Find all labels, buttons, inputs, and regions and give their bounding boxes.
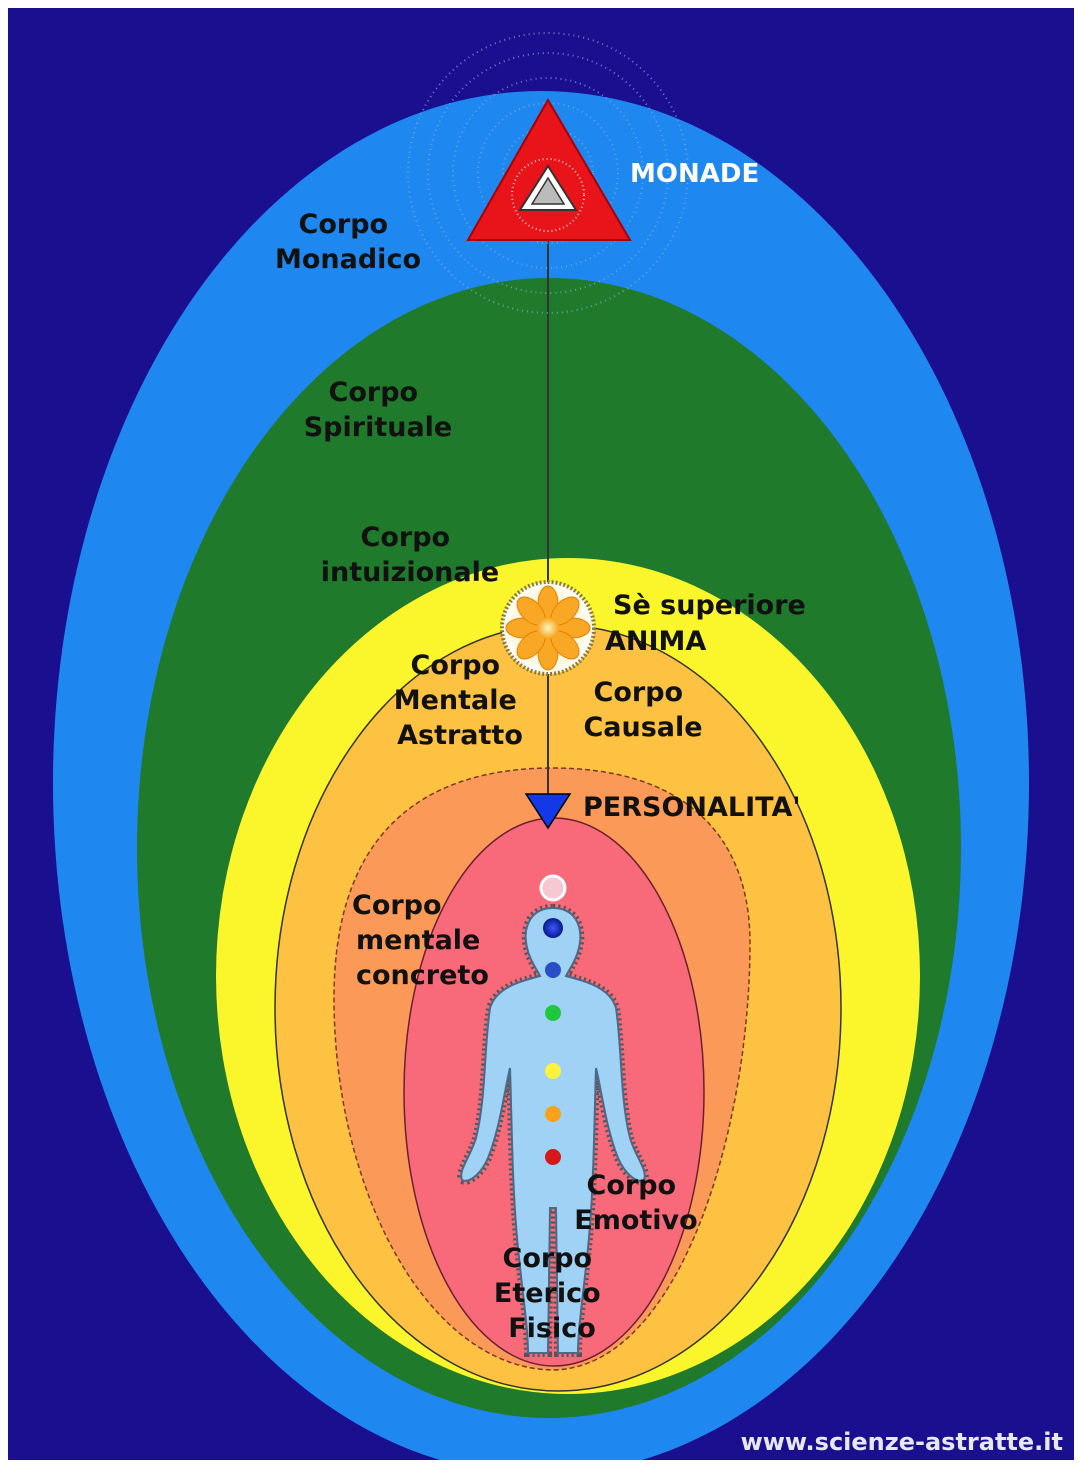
soul-lotus-icon [502, 582, 594, 674]
chakra-icon [545, 962, 561, 978]
chakra-icon [545, 1005, 561, 1021]
chakra-icon [543, 918, 563, 938]
personalita-label: PERSONALITA' [583, 792, 801, 823]
bodies-diagram: MONADE Corpo Monadico Corpo Spirituale C… [8, 8, 1074, 1460]
corpo-mentale-astratto-label: Corpo Mentale Astratto [394, 650, 527, 751]
chakra-icon [545, 1063, 561, 1079]
corpo-eterico-label: Corpo Eterico Fisico [494, 1243, 610, 1344]
monade-label: MONADE [630, 159, 759, 189]
crown-chakra-icon [541, 876, 565, 900]
diagram-frame: MONADE Corpo Monadico Corpo Spirituale C… [8, 8, 1074, 1460]
chakra-icon [545, 1149, 561, 1165]
chakra-icon [545, 1106, 561, 1122]
se-superiore-label: Sè superiore [613, 590, 806, 621]
website-credit: www.scienze-astratte.it [741, 1428, 1063, 1456]
anima-label: ANIMA [605, 626, 706, 657]
